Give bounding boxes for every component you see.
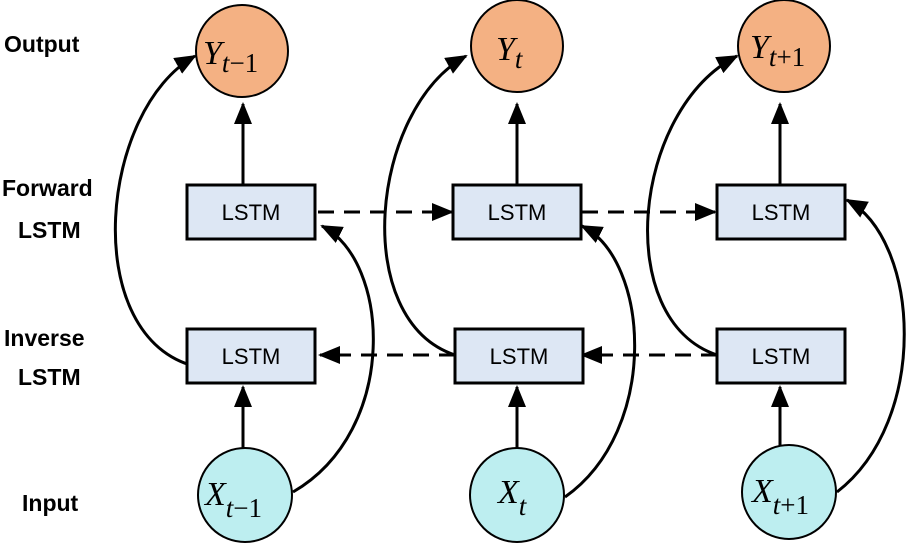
output-node-1: Yt−1	[195, 4, 289, 98]
forward-lstm-label-1: LSTM	[222, 200, 281, 225]
input-label-3: Xt+1	[750, 473, 809, 520]
curve-inverse-to-output-2	[383, 54, 468, 357]
curve-inverse-to-output-3	[646, 54, 739, 357]
forward-lstm-label-3: LSTM	[752, 200, 811, 225]
curve-inverse-to-output-1	[113, 54, 197, 367]
inverse-lstm-label-2: LSTM	[490, 344, 549, 369]
inverse-lstm-label-1: LSTM	[222, 344, 281, 369]
output-label-3: Yt+1	[750, 29, 805, 72]
input-label-2: Xt	[496, 474, 528, 521]
forward-lstm-label-2: LSTM	[488, 200, 547, 225]
curve-input-to-forward-3	[836, 198, 906, 494]
curve-input-to-forward-2	[564, 224, 637, 499]
label-forward-line1: Forward	[2, 175, 93, 201]
input-node-3: Xt+1	[741, 444, 837, 540]
forward-lstm-cell-1: LSTM	[185, 183, 317, 241]
output-label-1: Yt−1	[203, 35, 258, 78]
forward-lstm-cell-3: LSTM	[715, 183, 847, 241]
label-input: Input	[22, 490, 79, 516]
input-node-2: Xt	[469, 447, 565, 543]
label-output: Output	[4, 31, 80, 57]
output-node-3: Yt+1	[737, 0, 831, 93]
inverse-lstm-cell-3: LSTM	[715, 327, 847, 385]
curve-input-to-forward-1	[292, 224, 375, 494]
forward-lstm-cell-2: LSTM	[451, 183, 583, 241]
input-label-1: Xt−1	[203, 476, 262, 523]
input-node-1: Xt−1	[197, 447, 293, 543]
label-inverse-line2: LSTM	[18, 364, 81, 390]
inverse-lstm-cell-1: LSTM	[185, 327, 317, 385]
inverse-lstm-label-3: LSTM	[752, 344, 811, 369]
output-node-2: Yt	[470, 0, 564, 93]
inverse-lstm-cell-2: LSTM	[453, 327, 585, 385]
output-label-2: Yt	[496, 31, 524, 74]
label-forward-line2: LSTM	[18, 217, 81, 243]
label-inverse-line1: Inverse	[4, 325, 85, 351]
